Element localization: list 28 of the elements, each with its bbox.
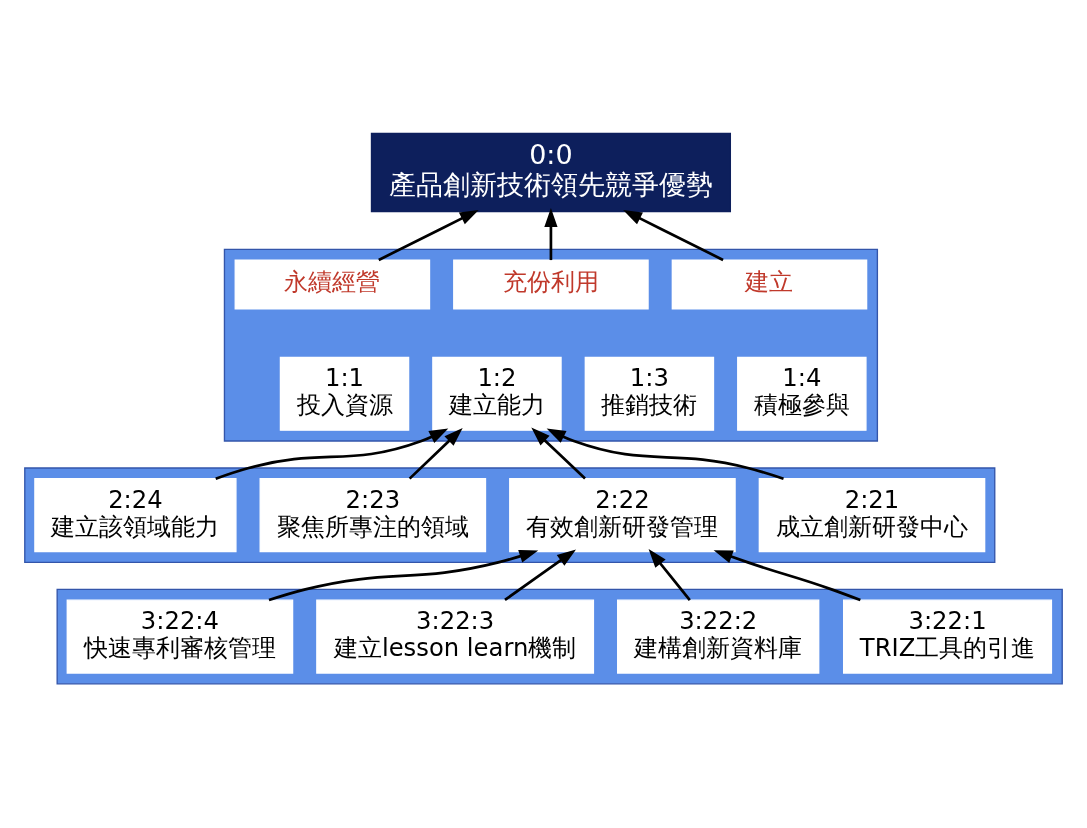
node-box: 3:22:2 建構創新資料庫: [617, 599, 820, 674]
arrow: [531, 427, 586, 480]
node-box: 0:0 產品創新技術領先競爭優勢: [370, 132, 731, 213]
node-box: 1:4 積極參與: [737, 356, 867, 431]
node-box: 3:22:1 TRIZ工具的引進: [843, 599, 1053, 674]
node-box: 3:22:4 快速專利審核管理: [66, 599, 294, 674]
node-box: 2:21 成立創新研發中心: [758, 478, 986, 553]
node-box: 1:3 推銷技術: [584, 356, 715, 431]
node-box: 3:22:3 建立lesson learn機制: [316, 599, 595, 674]
node-box: 充份利用: [453, 259, 649, 310]
arrow: [623, 209, 724, 262]
node-box: 2:23 聚焦所專注的領域: [259, 478, 487, 553]
arrow: [713, 550, 861, 602]
node-box: 2:22 有效創新研發管理: [509, 478, 736, 553]
node-box: 1:2 建立能力: [432, 356, 562, 431]
arrow: [504, 549, 576, 601]
arrow: [544, 208, 558, 261]
cluster: [56, 588, 1063, 685]
node-box: 2:24 建立該領域能力: [34, 478, 237, 553]
node-box: 建立: [671, 259, 868, 310]
arrow: [378, 209, 479, 262]
node-box: 永續經營: [234, 259, 431, 310]
arrow: [215, 428, 449, 480]
arrow: [408, 427, 463, 480]
arrow: [268, 549, 539, 602]
arrow: [546, 428, 784, 480]
arrow: [648, 548, 691, 601]
node-box: 1:1 投入資源: [279, 356, 410, 431]
